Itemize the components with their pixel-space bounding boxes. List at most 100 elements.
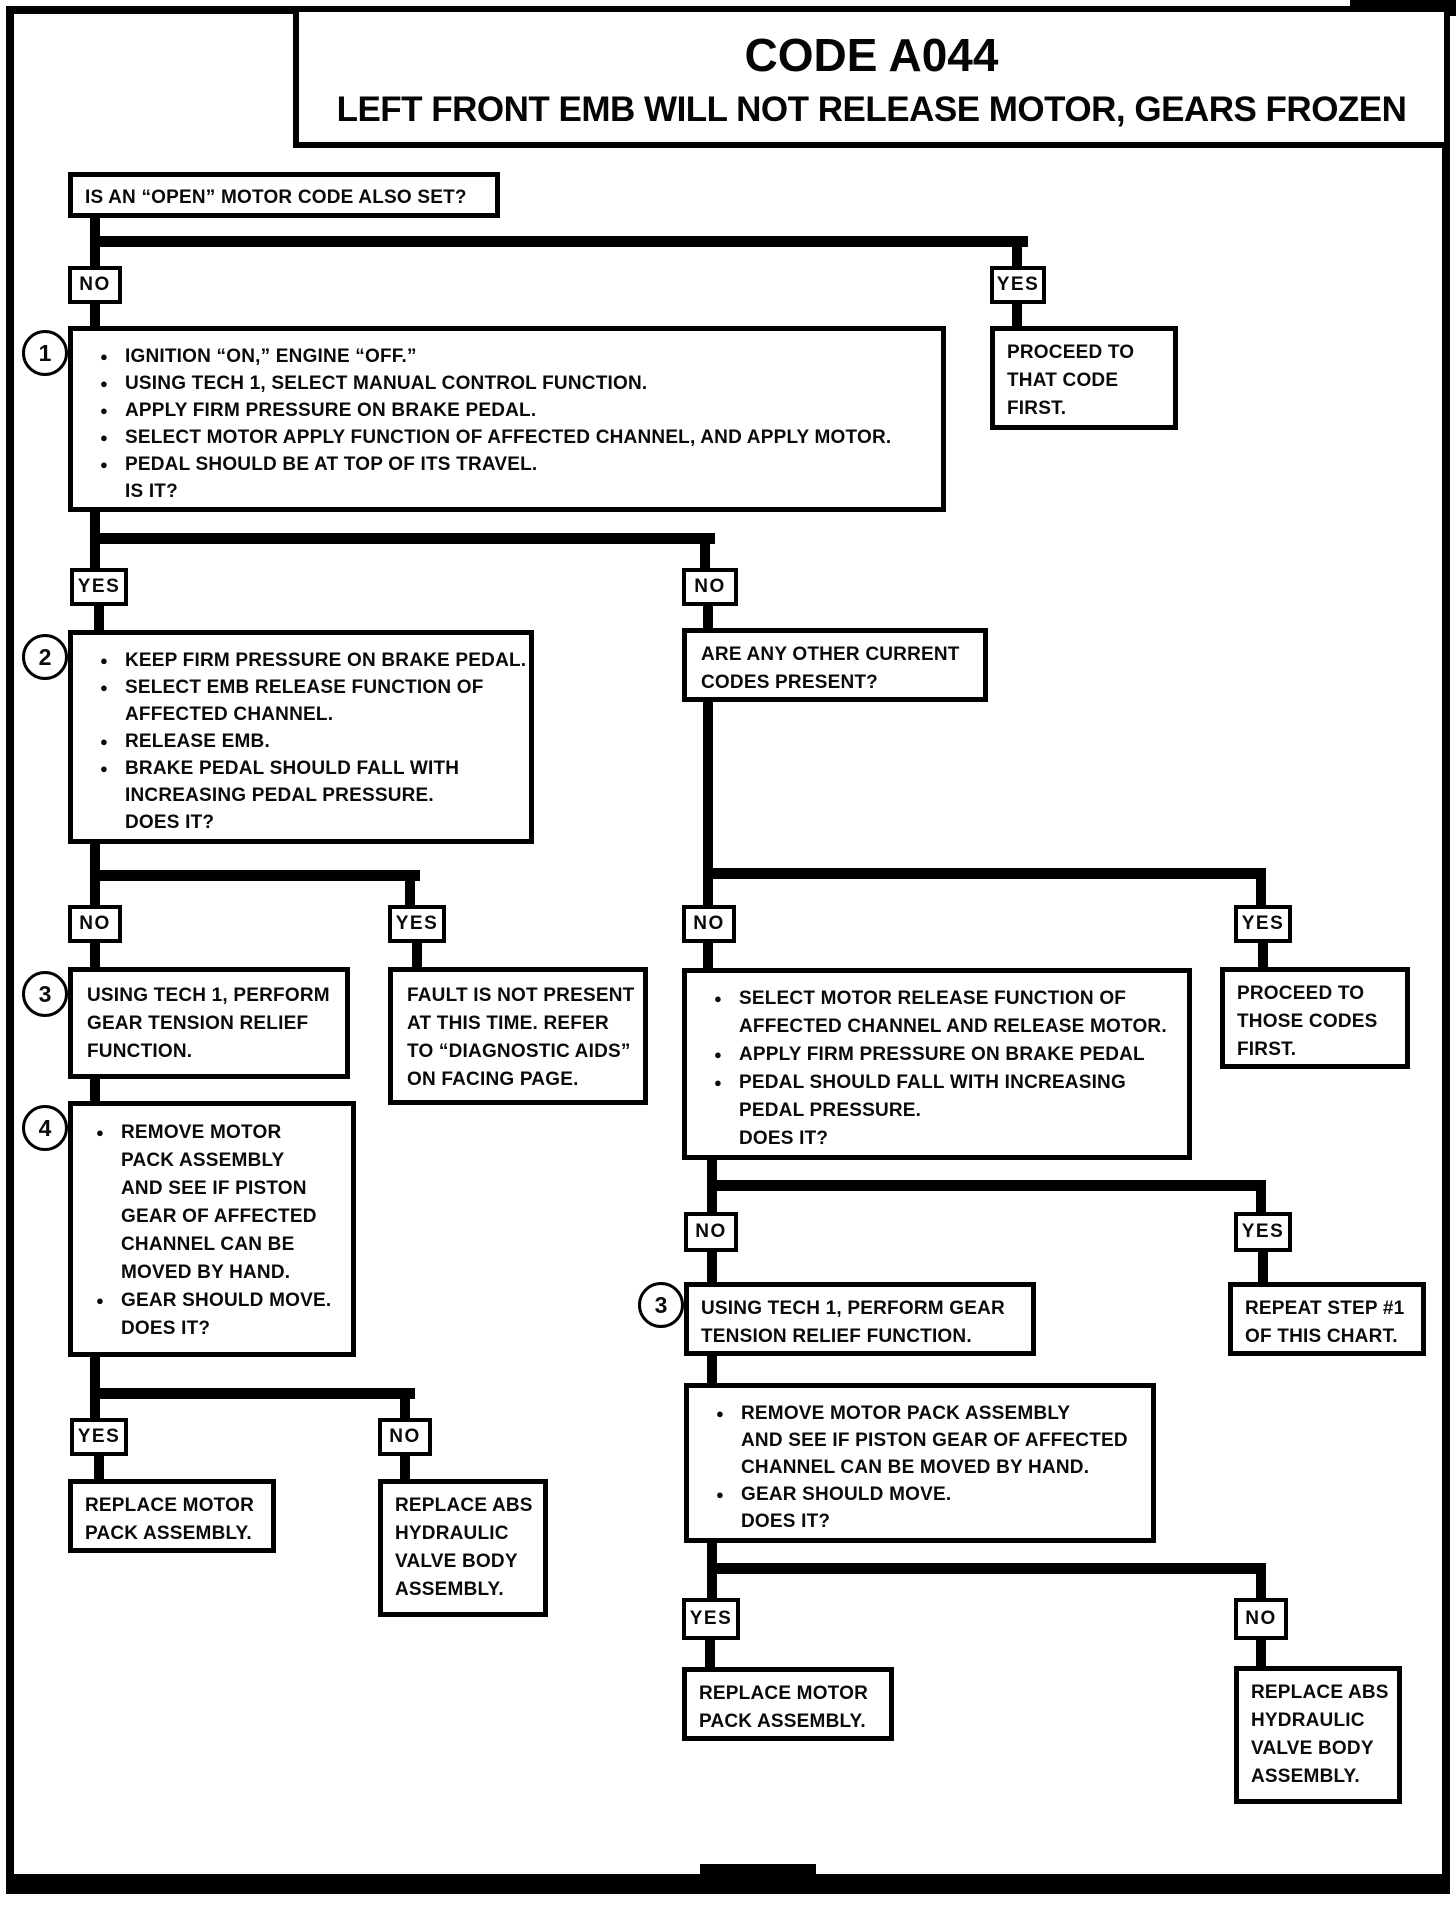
bullet-text: USING TECH 1, SELECT MANUAL CONTROL FUNC… (125, 373, 648, 394)
bullet-spacer (79, 1175, 121, 1203)
text-line: THOSE CODES (1237, 1011, 1378, 1032)
flow-line (90, 304, 100, 326)
branch-label-yes: YES (388, 905, 446, 943)
decision-other-codes-present: ARE ANY OTHER CURRENT CODES PRESENT? (682, 628, 988, 702)
flow-line (707, 1191, 717, 1212)
bullet-spacer (697, 1013, 739, 1041)
bullet-text: GEAR OF AFFECTED (121, 1206, 317, 1227)
flow-line (700, 544, 710, 568)
label-text: YES (996, 274, 1040, 295)
bullet-spacer (699, 1508, 741, 1535)
flow-line (1258, 1252, 1268, 1282)
label-text: YES (1241, 1221, 1285, 1242)
text-line: AT THIS TIME. REFER (407, 1013, 609, 1034)
branch-label-no: NO (684, 1212, 738, 1252)
action-gear-tension-relief-left: USING TECH 1, PERFORM GEAR TENSION RELIE… (68, 967, 350, 1079)
flow-line (90, 1388, 415, 1399)
bullet-text: IS IT? (125, 481, 178, 502)
flow-line (90, 1079, 100, 1101)
text-line: ON FACING PAGE. (407, 1069, 579, 1090)
bullet-text: PEDAL SHOULD FALL WITH INCREASING (739, 1072, 1126, 1093)
action-remove-motor-pack-left: ●REMOVE MOTOR PACK ASSEMBLY AND SEE IF P… (68, 1101, 356, 1357)
bullet-icon: ● (713, 1075, 723, 1090)
bullet-icon: ● (99, 376, 109, 391)
bullet-icon: ● (99, 761, 109, 776)
text-line: VALVE BODY (395, 1551, 518, 1572)
flow-line (400, 1456, 410, 1479)
bullet-row: ●BRAKE PEDAL SHOULD FALL WITH (83, 755, 519, 782)
text-line: VALVE BODY (1251, 1738, 1374, 1759)
text-line: CODES PRESENT? (701, 672, 878, 693)
bullet-text: AFFECTED CHANNEL AND RELEASE MOTOR. (739, 1016, 1167, 1037)
bullet-text: AND SEE IF PISTON (121, 1178, 307, 1199)
text-line: FUNCTION. (87, 1041, 193, 1062)
branch-label-yes: YES (1234, 1212, 1292, 1252)
bullet-text: DOES IT? (121, 1318, 211, 1339)
bullet-row: AFFECTED CHANNEL AND RELEASE MOTOR. (697, 1013, 1177, 1041)
action-proceed-those-codes: PROCEED TO THOSE CODES FIRST. (1220, 967, 1410, 1069)
bullet-row: AFFECTED CHANNEL. (83, 701, 519, 728)
branch-label-no: NO (68, 905, 122, 943)
bullet-icon: ● (99, 457, 109, 472)
text-line: TO “DIAGNOSTIC AIDS” (407, 1041, 631, 1062)
bullet-text: PACK ASSEMBLY (121, 1150, 285, 1171)
page-title: CODE A044 (744, 29, 999, 81)
bullet-row: GEAR OF AFFECTED (79, 1203, 345, 1231)
bullet-text: KEEP FIRM PRESSURE ON BRAKE PEDAL. (125, 650, 527, 671)
bullet-spacer (83, 478, 125, 505)
action-step1-manual-control: ●IGNITION “ON,” ENGINE “OFF.” ●USING TEC… (68, 326, 946, 512)
bullet-row: MOVED BY HAND. (79, 1259, 345, 1287)
bullet-text: CHANNEL CAN BE (121, 1234, 295, 1255)
bullet-spacer (79, 1315, 121, 1343)
step-number: 1 (38, 339, 52, 366)
bullet-row: DOES IT? (79, 1315, 345, 1343)
label-text: NO (79, 274, 111, 295)
bullet-row: ●SELECT EMB RELEASE FUNCTION OF (83, 674, 519, 701)
text-line: GEAR TENSION RELIEF (87, 1013, 309, 1034)
label-text: YES (395, 913, 439, 934)
flow-line (90, 533, 715, 544)
branch-label-yes: YES (1234, 905, 1292, 943)
bullet-icon: ● (715, 1487, 725, 1502)
flow-line (707, 1252, 717, 1282)
page-border-bottom-step (700, 1864, 816, 1876)
bullet-spacer (79, 1147, 121, 1175)
text-line: ARE ANY OTHER CURRENT (701, 644, 960, 665)
label-text: NO (1245, 1608, 1277, 1629)
action-step2-emb-release: ● KEEP FIRM PRESSURE ON BRAKE PEDAL. ●SEL… (68, 630, 534, 844)
label-text: YES (77, 1426, 121, 1447)
text-line: TENSION RELIEF FUNCTION. (701, 1326, 972, 1347)
bullet-text: PEDAL SHOULD BE AT TOP OF ITS TRAVEL. (125, 454, 538, 475)
flow-line (90, 218, 100, 236)
bullet-icon: ● (95, 1125, 105, 1140)
bullet-row: IS IT? (83, 478, 931, 505)
bullet-text: DOES IT? (125, 812, 215, 833)
label-text: NO (693, 913, 725, 934)
flow-line (707, 1160, 717, 1180)
text-line: FAULT IS NOT PRESENT (407, 985, 635, 1006)
flow-line (400, 1399, 410, 1418)
bullet-row: CHANNEL CAN BE MOVED BY HAND. (699, 1454, 1141, 1481)
action-proceed-that-code: PROCEED TO THAT CODE FIRST. (990, 326, 1178, 430)
text-line: REPLACE MOTOR (699, 1683, 869, 1704)
flow-line (1256, 1640, 1266, 1666)
bullet-text: AFFECTED CHANNEL. (125, 704, 334, 725)
bullet-row: PEDAL PRESSURE. (697, 1097, 1177, 1125)
bullet-icon: ● (713, 991, 723, 1006)
branch-label-no: NO (1234, 1598, 1288, 1640)
flow-line (1012, 304, 1022, 326)
branch-label-no: NO (682, 905, 736, 943)
bullet-text: APPLY FIRM PRESSURE ON BRAKE PEDAL. (125, 400, 537, 421)
text-line: FIRST. (1007, 398, 1067, 419)
text-line: HYDRAULIC (395, 1523, 509, 1544)
text-line: PROCEED TO (1007, 342, 1135, 363)
label-text: YES (1241, 913, 1285, 934)
bullet-icon: ● (99, 430, 109, 445)
flow-line (90, 844, 100, 870)
label-text: NO (389, 1426, 421, 1447)
flow-line (90, 943, 100, 967)
action-remove-motor-pack-right: ●REMOVE MOTOR PACK ASSEMBLY AND SEE IF P… (684, 1383, 1156, 1543)
bullet-row: ● PEDAL SHOULD FALL WITH INCREASING (697, 1069, 1177, 1097)
text-line: PACK ASSEMBLY. (699, 1711, 866, 1732)
bullet-spacer (699, 1454, 741, 1481)
